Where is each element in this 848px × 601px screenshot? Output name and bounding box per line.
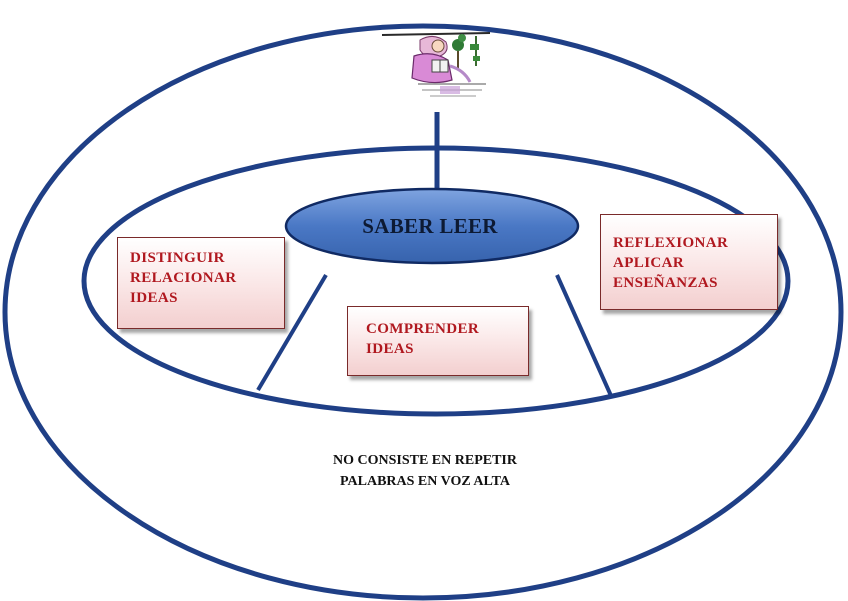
concept-box-left: DISTINGUIR RELACIONAR IDEAS [117,237,285,329]
connector-left [256,273,328,392]
box-right-line-2: APLICAR [613,255,685,271]
box-right-line-1: REFLEXIONAR [613,235,729,251]
footer-note: NO CONSISTE EN REPETIR PALABRAS EN VOZ A… [250,450,600,492]
box-right-line-3: ENSEÑANZAS [613,275,718,291]
concept-box-right: REFLEXIONAR APLICAR ENSEÑANZAS [600,214,778,310]
box-middle-line-2: IDEAS [366,341,414,357]
outer-ellipse [2,23,844,601]
box-left-line-3: IDEAS [130,290,178,306]
center-ellipse [284,187,580,265]
box-middle-line-1: COMPRENDER [366,321,480,337]
box-left-line-2: RELACIONAR [130,270,237,286]
concept-box-middle: COMPRENDER IDEAS [347,306,529,376]
box-left-line-1: DISTINGUIR [130,250,225,266]
footer-line-1: NO CONSISTE EN REPETIR [333,453,517,468]
center-concept-label: SABER LEER [362,213,498,238]
connector-right [555,274,614,399]
reading-person-clipart [381,32,491,97]
footer-line-2: PALABRAS EN VOZ ALTA [340,474,510,489]
